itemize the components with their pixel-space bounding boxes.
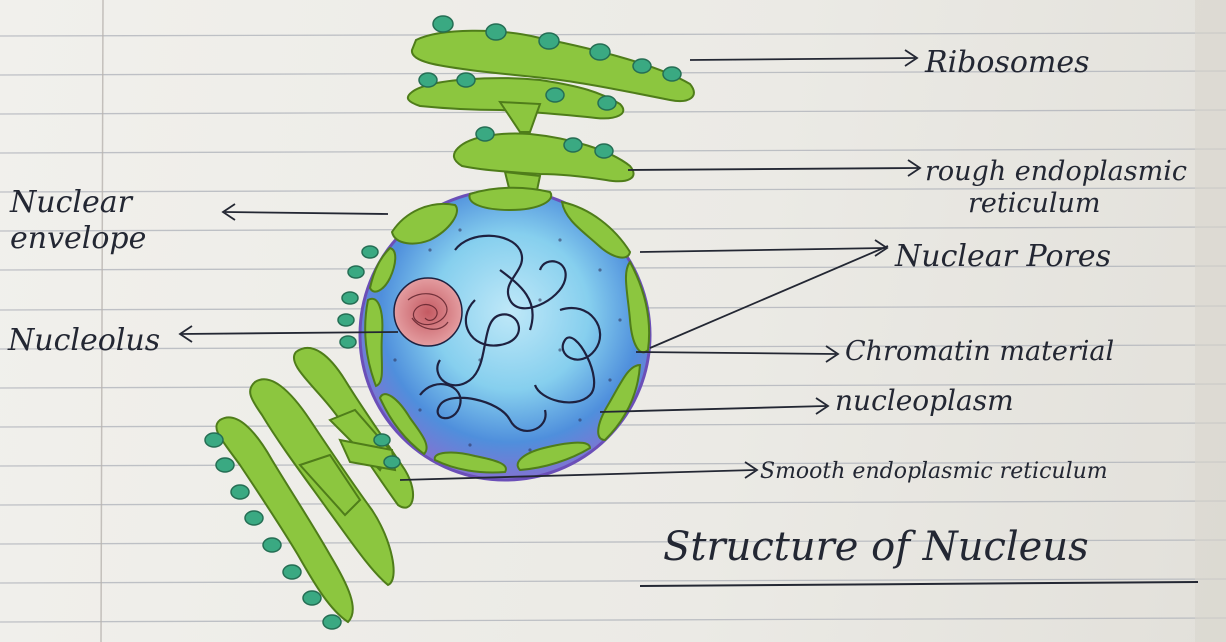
margin-line [101,0,103,642]
page-shadow [1195,0,1226,642]
label-nucleolus: Nucleolus [7,323,160,358]
diagram-title: Structure of Nucleus [663,524,1089,570]
label-nuclear-pores: Nuclear Pores [894,239,1111,274]
label-rer-line1: rough endoplasmic [925,156,1187,187]
label-ribosomes: Ribosomes [924,45,1090,80]
label-chromatin: Chromatin material [845,336,1114,367]
label-nuclear-envelope-line2: envelope [10,221,146,256]
label-nuclear-envelope-line1: Nuclear [9,185,134,220]
label-rer-line2: reticulum [968,188,1101,219]
title-underline [640,582,1198,586]
label-ser: Smooth endoplasmic reticulum [760,459,1108,484]
rough-er [408,31,694,200]
nucleolus [394,278,462,346]
label-nucleoplasm: nucleoplasm [835,384,1014,417]
